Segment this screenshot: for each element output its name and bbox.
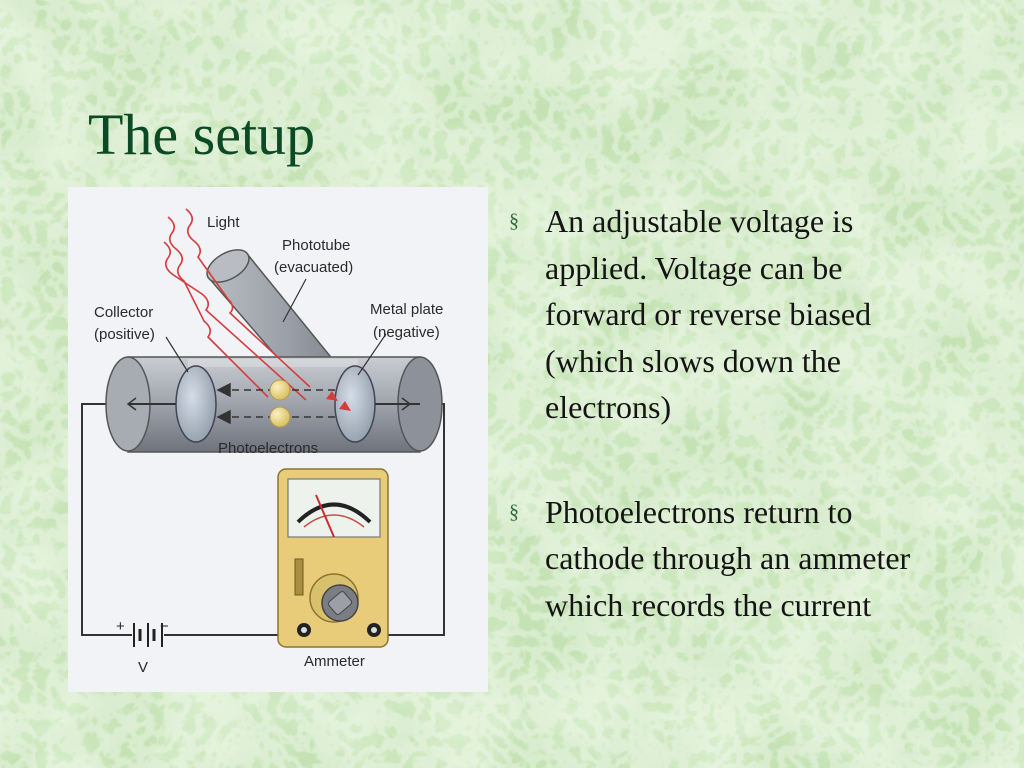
photoelectron xyxy=(269,406,291,428)
label-phototube: Phototube xyxy=(282,237,350,254)
photoelectron xyxy=(269,379,291,401)
metal-plate xyxy=(126,365,420,443)
phototube-diagram: Light Phototube (evacuated) Collector (p… xyxy=(68,187,488,692)
bullet-text: Photoelectrons return to cathode through… xyxy=(545,493,911,623)
label-metal-plate: Metal plate xyxy=(370,301,443,318)
label-battery-plus: + xyxy=(116,618,125,635)
label-negative: (negative) xyxy=(373,324,440,341)
label-leaders xyxy=(165,278,387,376)
label-battery-minus: − xyxy=(160,618,169,635)
collector-plate xyxy=(128,365,217,443)
bullet-marker-icon: § xyxy=(509,210,519,232)
label-positive: (positive) xyxy=(94,326,155,343)
light-rays xyxy=(163,208,351,411)
bullet-item: § Photoelectrons return to cathode throu… xyxy=(505,489,935,629)
bullet-list: § An adjustable voltage is applied. Volt… xyxy=(505,198,935,628)
label-evacuated: (evacuated) xyxy=(274,259,353,276)
label-collector: Collector xyxy=(94,304,153,321)
slide-title: The setup xyxy=(88,102,316,167)
battery xyxy=(133,623,163,647)
label-photoelectrons: Photoelectrons xyxy=(218,440,318,457)
label-battery-v: V xyxy=(138,659,148,676)
bullet-item: § An adjustable voltage is applied. Volt… xyxy=(505,198,935,431)
label-ammeter: Ammeter xyxy=(304,653,365,670)
bullet-marker-icon: § xyxy=(509,500,519,523)
ammeter[interactable] xyxy=(277,468,389,648)
bullet-text: An adjustable voltage is applied. Voltag… xyxy=(545,203,872,425)
label-light: Light xyxy=(207,214,240,231)
photoelectron-paths xyxy=(216,382,336,425)
